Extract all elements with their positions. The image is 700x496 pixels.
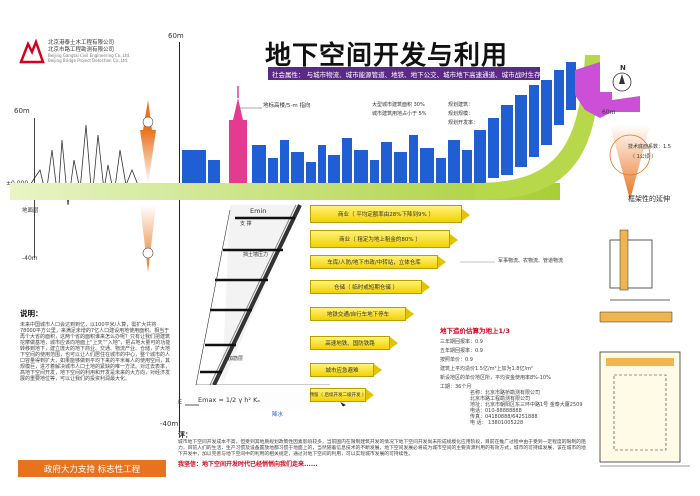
- shelf-2: 商业（ 租定为地上租金的80% ）: [310, 230, 458, 248]
- right-axis-60m: 60m: [602, 109, 616, 116]
- social-attribute-bar: 社会属性： 与城市物流、城市能源管道、地铁、地下公交、城市地下高速通道、城市战时…: [268, 67, 567, 80]
- retaining-wall: [212, 204, 302, 386]
- review-block: 评： 城市地下空间开发成本不高，但受到其地质规划政策性因素影响较多，当前国内在限…: [178, 430, 590, 468]
- price-row-4: 建筑上平均造价1.5亿/m²上加为1.8亿/m²: [440, 366, 534, 372]
- waveform-line: [29, 124, 139, 206]
- contact-row-5: 传真：04180888/64251888: [470, 414, 538, 420]
- company-name-en2: Beijing Bridge Project Detection Co.,Ltd…: [48, 58, 129, 63]
- company-logo: [18, 38, 46, 64]
- axis-bottom-40m: -40m: [160, 420, 179, 428]
- shelf-6: 高速地铁、国防铁路: [310, 336, 398, 350]
- right-orange-cone: [610, 125, 650, 200]
- rebar-label: 加筋层: [228, 356, 244, 362]
- axis-line: [179, 42, 180, 432]
- support-label: 支 撑: [240, 221, 252, 227]
- shelf-8: 预留（ 后续开发二级开发 ）: [310, 388, 374, 402]
- frame-label: 框架性的延伸: [628, 195, 670, 203]
- curved-ramp: [475, 55, 600, 200]
- company-name-1: 北京港泰土木工程有限公司: [48, 40, 115, 46]
- price-row-1: 三年期回报率：0.9: [440, 339, 483, 345]
- price-row-6: 工期：36个月: [440, 384, 472, 390]
- lower-orange-cone: [140, 205, 156, 272]
- contact-row-2: 北京市路工程勘测有限公司: [470, 396, 531, 402]
- tech-note: 技术底面系数：1.5: [628, 144, 671, 150]
- stat-3: 规划建筑：: [448, 102, 474, 108]
- retain-label: 挡土墙压力: [243, 252, 269, 258]
- compass-label: N: [620, 64, 626, 72]
- upper-orange-cone: [140, 130, 156, 185]
- emax-formula: Emax = 1/2 γ h² Kₐ: [198, 396, 260, 404]
- shelf-5: 地铁交通/自行车地下停车: [310, 307, 414, 321]
- explanation-block: 说明： 未来中国城市人口会达到到亿，以100平米/人算，需扩大共将78000平方…: [20, 308, 172, 382]
- stat-2: 城市建筑用地占小于 5%: [372, 111, 427, 117]
- contact-row-1: 名称：北京市路桥勘测有限公司: [470, 390, 541, 396]
- landmark-tower: [229, 120, 247, 183]
- ramp-top-building: [575, 62, 640, 118]
- city-buildings: [182, 62, 576, 183]
- tower-label: 地标高楼/5-m 指向: [263, 103, 311, 109]
- left-axis-minus40m: -40m: [22, 255, 38, 262]
- contact-row-3: 地址：北京市朝阳区东三环中路1号 金泰大厦2509: [470, 402, 583, 408]
- side-arrow-label: 军事物流、农物流、管道物流: [498, 258, 564, 264]
- shelf-3: 车库/人防/地下市政/中转站，立体仓库: [310, 255, 446, 269]
- emin-label: Emin: [250, 207, 267, 215]
- ground-strip: [10, 183, 560, 200]
- pressure-lines: [200, 216, 295, 374]
- company-name-en: Beijing Gangtai Civil Engineering Co.,Lt…: [48, 53, 131, 58]
- page-title: 地下空间开发与利用: [265, 41, 509, 71]
- shelf-1: 商业（ 平均定额率由28%下降到9% ）: [310, 205, 470, 223]
- review-slogan: 我坚信：地下空间开发时代已经悄悄向我们走来......: [178, 461, 318, 469]
- company-logo-icon: [19, 38, 45, 64]
- contact-row-6: 电 话： 13801005228: [470, 420, 524, 426]
- explanation-heading: 说明：: [20, 309, 43, 318]
- price-title: 地下造价估算为地上1/3: [440, 327, 510, 335]
- shelf-7: 城市应急避难: [310, 363, 382, 377]
- price-block: 地下造价估算为地上1/3 三年期回报率：0.9 五年期回报率：0.9 按照单价：…: [440, 325, 590, 390]
- review-label: 评：: [178, 431, 192, 439]
- tech-note-2: （ 1公顷 ）: [630, 154, 657, 160]
- company-name-2: 北京市路工程勘测有限公司: [48, 47, 115, 53]
- contact-row-4: 电话：010-88888888: [470, 408, 522, 414]
- shelf-4: 仓储（ 临时或短期仓储 ）: [310, 280, 430, 294]
- stat-5: 规划开发率：: [448, 120, 479, 126]
- stat-4: 规划规模：: [448, 111, 474, 117]
- left-axis-60m: 60m: [14, 107, 30, 115]
- e-mark: E: [178, 398, 183, 406]
- price-row-2: 五年期回报率：0.9: [440, 348, 483, 354]
- frame-section-diagram: [599, 229, 690, 467]
- contact-block: 名称：北京市路桥勘测有限公司 北京市路工程勘测有限公司 地址：北京市朝阳区东三环…: [470, 390, 598, 426]
- ground-label: 地面层: [22, 208, 39, 214]
- footer-banner: 政府大力支持 标志性工程: [18, 460, 166, 477]
- price-row-5: 新设地区的单价地区所，平均资金使用率8%-10%: [440, 375, 551, 381]
- price-row-3: 按照单价：0.9: [440, 357, 473, 363]
- axis-top-60m: 60m: [168, 32, 184, 40]
- review-body: 城市地下空间开发成本不高，但受到其地质规划政策性因素影响较多，当前国内在限制建筑…: [178, 440, 586, 457]
- stat-1: 大型城市建筑面积 30%: [372, 102, 425, 108]
- compass-icon: [612, 72, 632, 92]
- water-label: 降水: [272, 412, 284, 418]
- explanation-body: 未来中国城市人口会达到到亿，以100平米/人算，需扩大共将78000平方公里，来…: [20, 322, 171, 382]
